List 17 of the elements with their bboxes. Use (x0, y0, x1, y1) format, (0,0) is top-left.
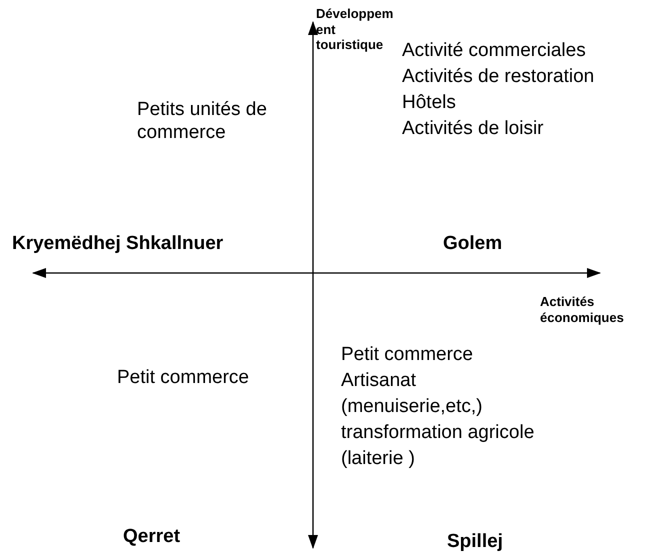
list-item: Activité commerciales (402, 40, 586, 63)
list-item: Hôtels (402, 92, 456, 115)
list-item: Artisanat (341, 370, 416, 393)
quadrant-text: Petit commerce (117, 367, 249, 390)
quadrant-title: Kryemëdhej Shkallnuer (12, 233, 224, 256)
list-item: transformation agricole (341, 422, 534, 445)
axis-title: Activités économiques (540, 294, 625, 326)
list-item: Petit commerce (341, 344, 473, 367)
quadrant-text: Petits unités de commerce (137, 99, 268, 145)
quadrant-title: Spillej (447, 531, 503, 554)
quadrant-title: Golem (443, 233, 502, 256)
quadrant-title: Qerret (123, 526, 180, 549)
list-item: Activités de restoration (402, 66, 594, 89)
list-item: Activités de loisir (402, 118, 544, 141)
axis-title: Développement touristique (316, 6, 394, 53)
list-item: (menuiserie,etc,) (341, 396, 482, 419)
list-item: (laiterie ) (341, 448, 415, 471)
